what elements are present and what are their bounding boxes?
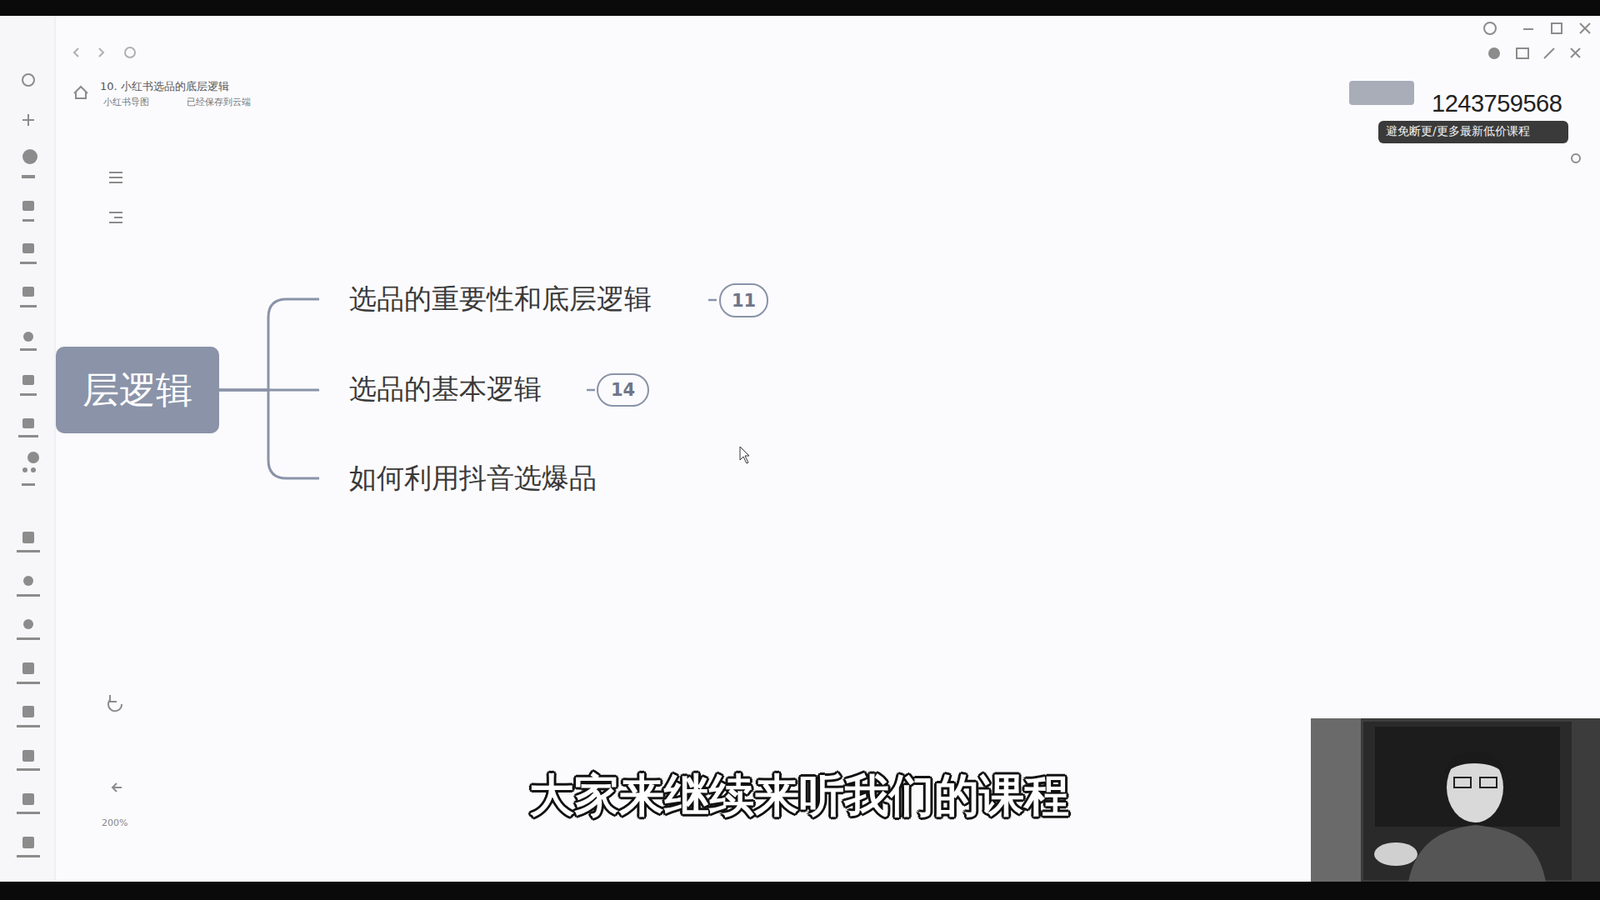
- zoom-level: 200%: [101, 817, 128, 829]
- video-subtitle: 大家来继续来听我们的课程: [529, 765, 1070, 827]
- top-bar: [0, 0, 1600, 16]
- folder-name: 小红书导图: [103, 95, 150, 109]
- root-topic: 层逻辑: [55, 346, 220, 434]
- watermark-number: 1243759568: [1431, 90, 1562, 118]
- topic-text: 选品的重要性和底层逻辑: [349, 280, 652, 319]
- child-count-badge: 11: [719, 283, 769, 318]
- subtopic: 选品的重要性和底层逻辑: [319, 277, 657, 322]
- topic-text: 选品的基本逻辑: [349, 370, 542, 409]
- subtopic: 选品的基本逻辑: [319, 367, 547, 412]
- subtopic: 如何利用抖音选爆品: [319, 456, 602, 501]
- document-title: 10. 小红书选品的底层逻辑: [100, 79, 230, 95]
- child-count-badge: 14: [596, 373, 650, 407]
- bottom-bar: [0, 881, 1600, 900]
- watermark-pill: [1378, 120, 1569, 144]
- webcam-video: [1310, 718, 1600, 882]
- topic-text: 如何利用抖音选爆品: [349, 460, 597, 498]
- share-button: [1349, 80, 1415, 105]
- watermark-text: 避免断更/更多最新低价课程: [1385, 124, 1530, 140]
- save-status: 已经保存到云端: [186, 95, 251, 109]
- mouse-cursor: [740, 446, 750, 464]
- topic-text: 层逻辑: [82, 365, 193, 415]
- branch-connector: [219, 390, 320, 479]
- branch-connector: [219, 299, 320, 390]
- sidebar: [0, 15, 55, 882]
- sidebar-icons: [16, 74, 40, 858]
